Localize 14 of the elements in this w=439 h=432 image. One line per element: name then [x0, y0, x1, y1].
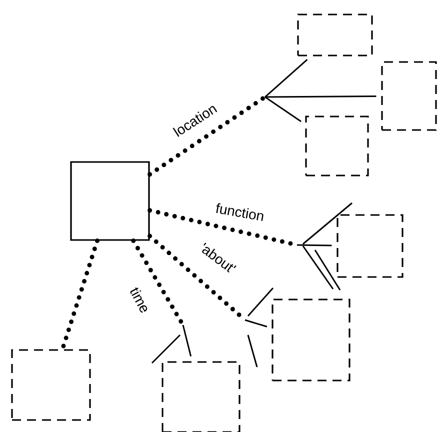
edge-label: time [130, 287, 148, 313]
dashed-box [297, 14, 373, 56]
dashed-box [336, 214, 404, 278]
box [70, 161, 150, 241]
edge-label: function [216, 203, 264, 222]
connector [131, 238, 192, 364]
dashed-box [381, 61, 437, 131]
dashed-box [11, 349, 91, 421]
dashed-box [305, 116, 369, 176]
connector [148, 202, 352, 290]
dashed-box [162, 361, 240, 432]
connector [148, 234, 274, 368]
dashed-box [272, 298, 350, 382]
connector [148, 59, 376, 177]
